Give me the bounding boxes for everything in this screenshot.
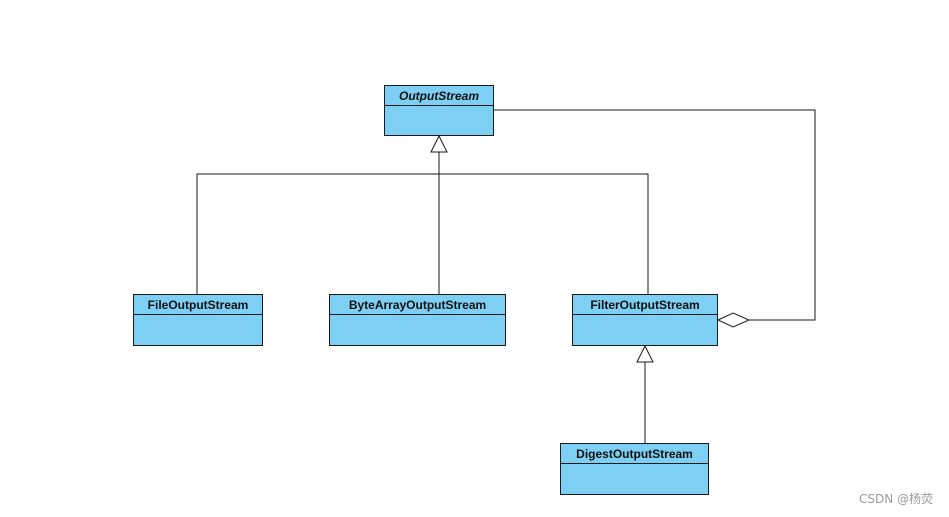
class-bytearrayoutputstream[interactable]: ByteArrayOutputStream	[329, 294, 506, 346]
class-outputstream[interactable]: OutputStream	[384, 85, 494, 136]
inheritance-line-fileoutputstream	[196, 173, 439, 294]
inheritance-arrowhead-filteroutputstream	[636, 344, 654, 363]
class-name-outputstream: OutputStream	[385, 86, 493, 106]
class-name-fileoutputstream: FileOutputStream	[134, 295, 262, 315]
inheritance-line-filteroutputstream	[439, 173, 649, 294]
watermark: CSDN @杨荧	[858, 492, 933, 506]
inheritance-lines	[196, 152, 649, 443]
aggregation-diamond	[716, 312, 751, 328]
class-name-bytearrayoutputstream: ByteArrayOutputStream	[330, 295, 505, 315]
inheritance-arrowhead-outputstream	[430, 134, 448, 153]
class-name-digestoutputstream: DigestOutputStream	[561, 444, 708, 464]
class-filteroutputstream[interactable]: FilterOutputStream	[572, 294, 718, 346]
class-fileoutputstream[interactable]: FileOutputStream	[133, 294, 263, 346]
class-digestoutputstream[interactable]: DigestOutputStream	[560, 443, 709, 495]
aggregation-line	[493, 109, 816, 321]
class-name-filteroutputstream: FilterOutputStream	[573, 295, 717, 315]
